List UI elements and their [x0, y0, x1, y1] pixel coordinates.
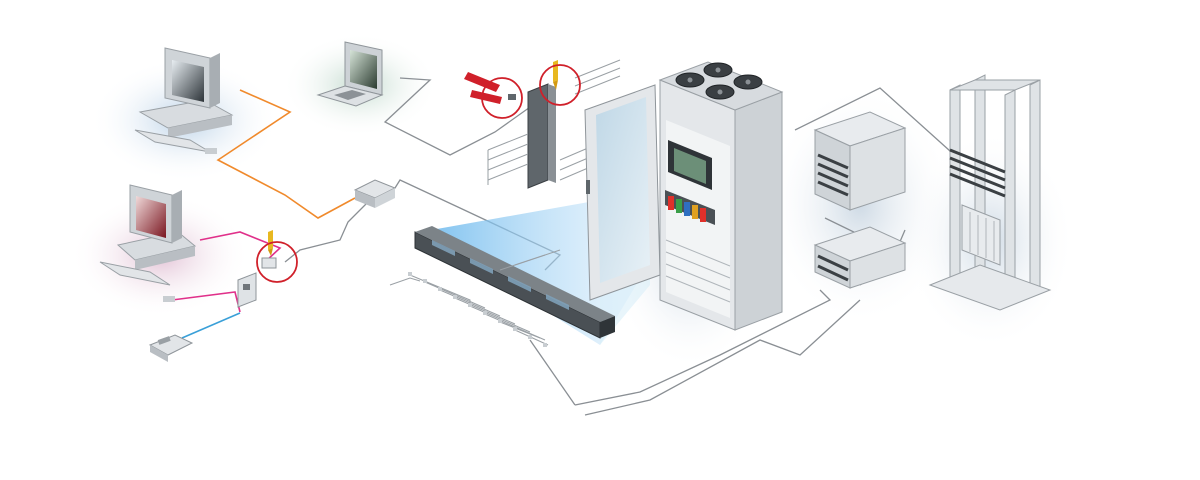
rack-shelf-upper[interactable]: [813, 111, 907, 211]
consolidation-point[interactable]: [353, 179, 397, 208]
telephone[interactable]: [148, 334, 194, 362]
open-frame-rack[interactable]: [928, 74, 1052, 311]
highlight-circle: [539, 64, 581, 106]
cable-orange-top: [216, 89, 356, 219]
punch-down-block[interactable]: [487, 59, 621, 189]
cabinet-cable-bundle: [665, 190, 715, 225]
highlight-circle: [481, 77, 523, 119]
desktop-pc-top[interactable]: [134, 47, 234, 154]
wall-outlet[interactable]: [237, 272, 257, 308]
highlight-circle: [256, 241, 298, 283]
punch-tool-detail[interactable]: [539, 60, 581, 106]
laptop[interactable]: [316, 41, 384, 107]
cable-pc-bottom-magenta: [199, 231, 282, 263]
cable-bottom-loop: [574, 289, 832, 406]
outlet-tool-detail[interactable]: [256, 230, 298, 283]
cable-outlet-to-cp: [284, 197, 373, 263]
crimp-tool-detail[interactable]: [464, 72, 523, 119]
rack-shelf-lower[interactable]: [813, 226, 907, 289]
desktop-pc-bottom[interactable]: [99, 184, 197, 302]
patch-panel[interactable]: [389, 226, 615, 347]
cable-switch-drop: [529, 339, 576, 406]
server-cabinet[interactable]: [584, 61, 784, 331]
cable-phone-blue: [181, 312, 241, 339]
cable-laptop: [383, 77, 541, 156]
cable-bottom-loop-2: [584, 299, 861, 416]
